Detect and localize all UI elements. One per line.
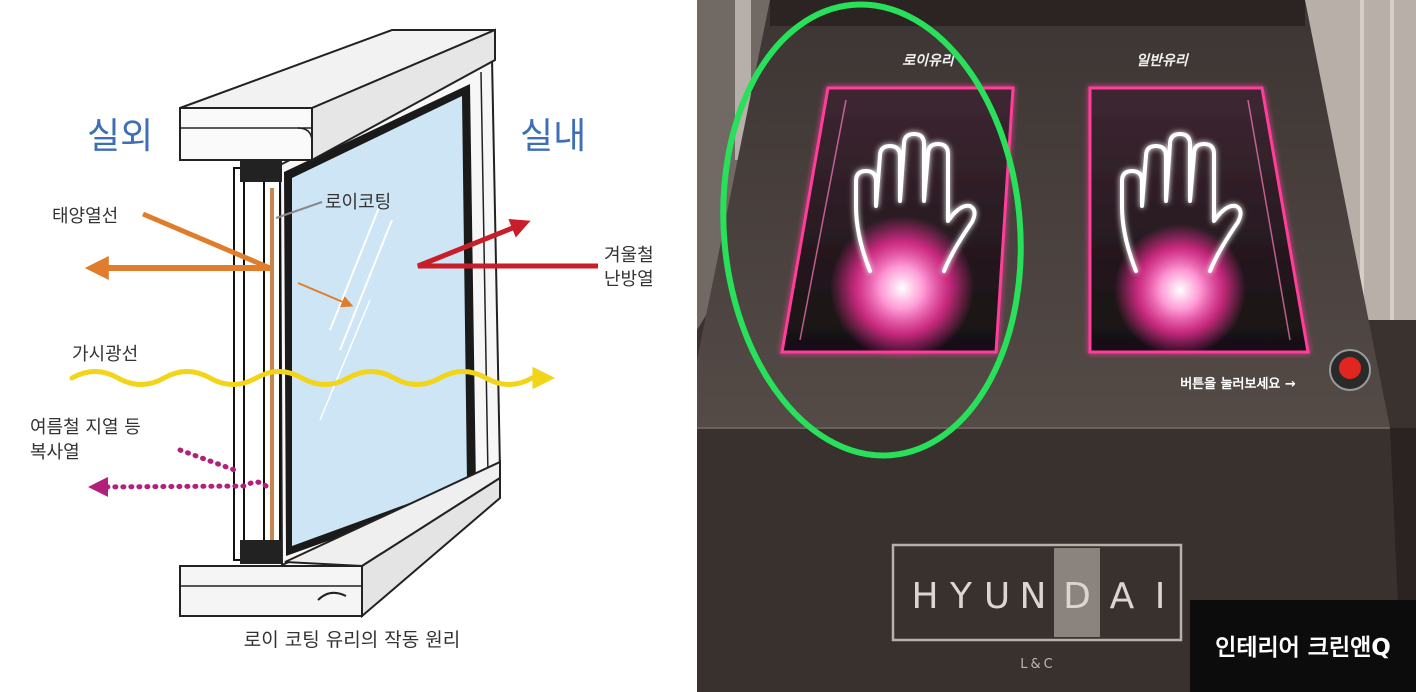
header-molding	[297, 127, 313, 143]
brand-logo-border	[891, 543, 1183, 642]
winter-heating-label-line1: 겨울철	[604, 245, 654, 266]
header-end-cap	[179, 107, 313, 161]
winter-heating-label-line2: 난방열	[604, 269, 654, 290]
summer-radiant-label-line1: 여름철 지열 등	[30, 417, 141, 438]
sill-end-cap	[179, 565, 363, 617]
brand-logo-highlight-block	[1054, 548, 1100, 637]
radiant-heat-incoming-ray	[177, 447, 243, 475]
normal-glass-label: 일반유리	[1136, 53, 1190, 69]
brand-letter: U	[984, 576, 1010, 617]
summer-radiant-label-line2: 복사열	[30, 442, 80, 463]
brand-subtitle: L&C	[1020, 657, 1055, 672]
glass-reflection-line	[339, 219, 393, 351]
outer-glass-edge	[233, 167, 245, 561]
compartment-inner-edge	[1247, 99, 1291, 341]
display-photo: 로이유리 일반유리 버튼을 눌러보세요 → H Y U N D A I L&C …	[697, 0, 1416, 692]
outdoor-label: 실외	[87, 116, 153, 157]
sill-drip-groove	[317, 591, 347, 601]
button-prompt-label: 버튼을 눌러보세요 →	[1180, 376, 1296, 392]
brand-letter: Y	[949, 576, 973, 617]
visible-light-wave-arrow	[69, 366, 555, 390]
window-frame-edge-line	[480, 71, 489, 477]
watermark-background	[1190, 600, 1416, 692]
brand-letter: A	[1110, 576, 1135, 617]
brand-letter: H	[911, 576, 938, 617]
visible-light-label: 가시광선	[72, 344, 138, 365]
low-e-heat-glow	[830, 216, 974, 360]
low-e-leader-line	[275, 201, 323, 219]
low-e-hand-outline	[854, 132, 977, 273]
brand-logo: H Y U N D A I L&C	[891, 543, 1183, 672]
red-push-button	[1339, 357, 1361, 379]
highlight-ellipse	[720, 1, 1024, 459]
radiant-heat-reflected-arrow	[88, 476, 269, 497]
normal-hand-outline	[1120, 132, 1243, 273]
winter-heat-reflected-arrow	[417, 218, 598, 269]
diagram-caption: 로이 코팅 유리의 작동 원리	[244, 629, 460, 651]
glass-reflection-line	[319, 299, 371, 421]
solar-heat-incoming-ray	[142, 211, 271, 271]
brand-letter: I	[1155, 576, 1166, 617]
low-e-glass-label: 로이유리	[902, 53, 956, 69]
cabinet-top-panel	[697, 0, 1390, 428]
solar-heat-transmitted-arrow	[297, 282, 354, 308]
compartment-inner-edge	[799, 99, 847, 341]
window-glass-pane	[292, 96, 467, 546]
solar-heat-label: 태양열선	[52, 206, 118, 227]
low-e-diagram: 실외 실내 태양열선 로이코팅 겨울철 난방열 가시광선 여름철 지열 등 복사…	[0, 0, 697, 692]
spacer-bottom	[240, 540, 282, 564]
glass-reflection-line	[329, 204, 381, 331]
normal-heat-glow	[1114, 224, 1246, 356]
spacer-top	[240, 160, 282, 182]
brand-letter: N	[1020, 576, 1047, 617]
indoor-label: 실내	[520, 116, 586, 157]
watermark-text: 인테리어 크린앤Q	[1215, 635, 1391, 661]
right-wall	[1300, 0, 1416, 320]
brand-letter: D	[1063, 576, 1091, 617]
low-e-coating-label: 로이코팅	[325, 192, 391, 213]
